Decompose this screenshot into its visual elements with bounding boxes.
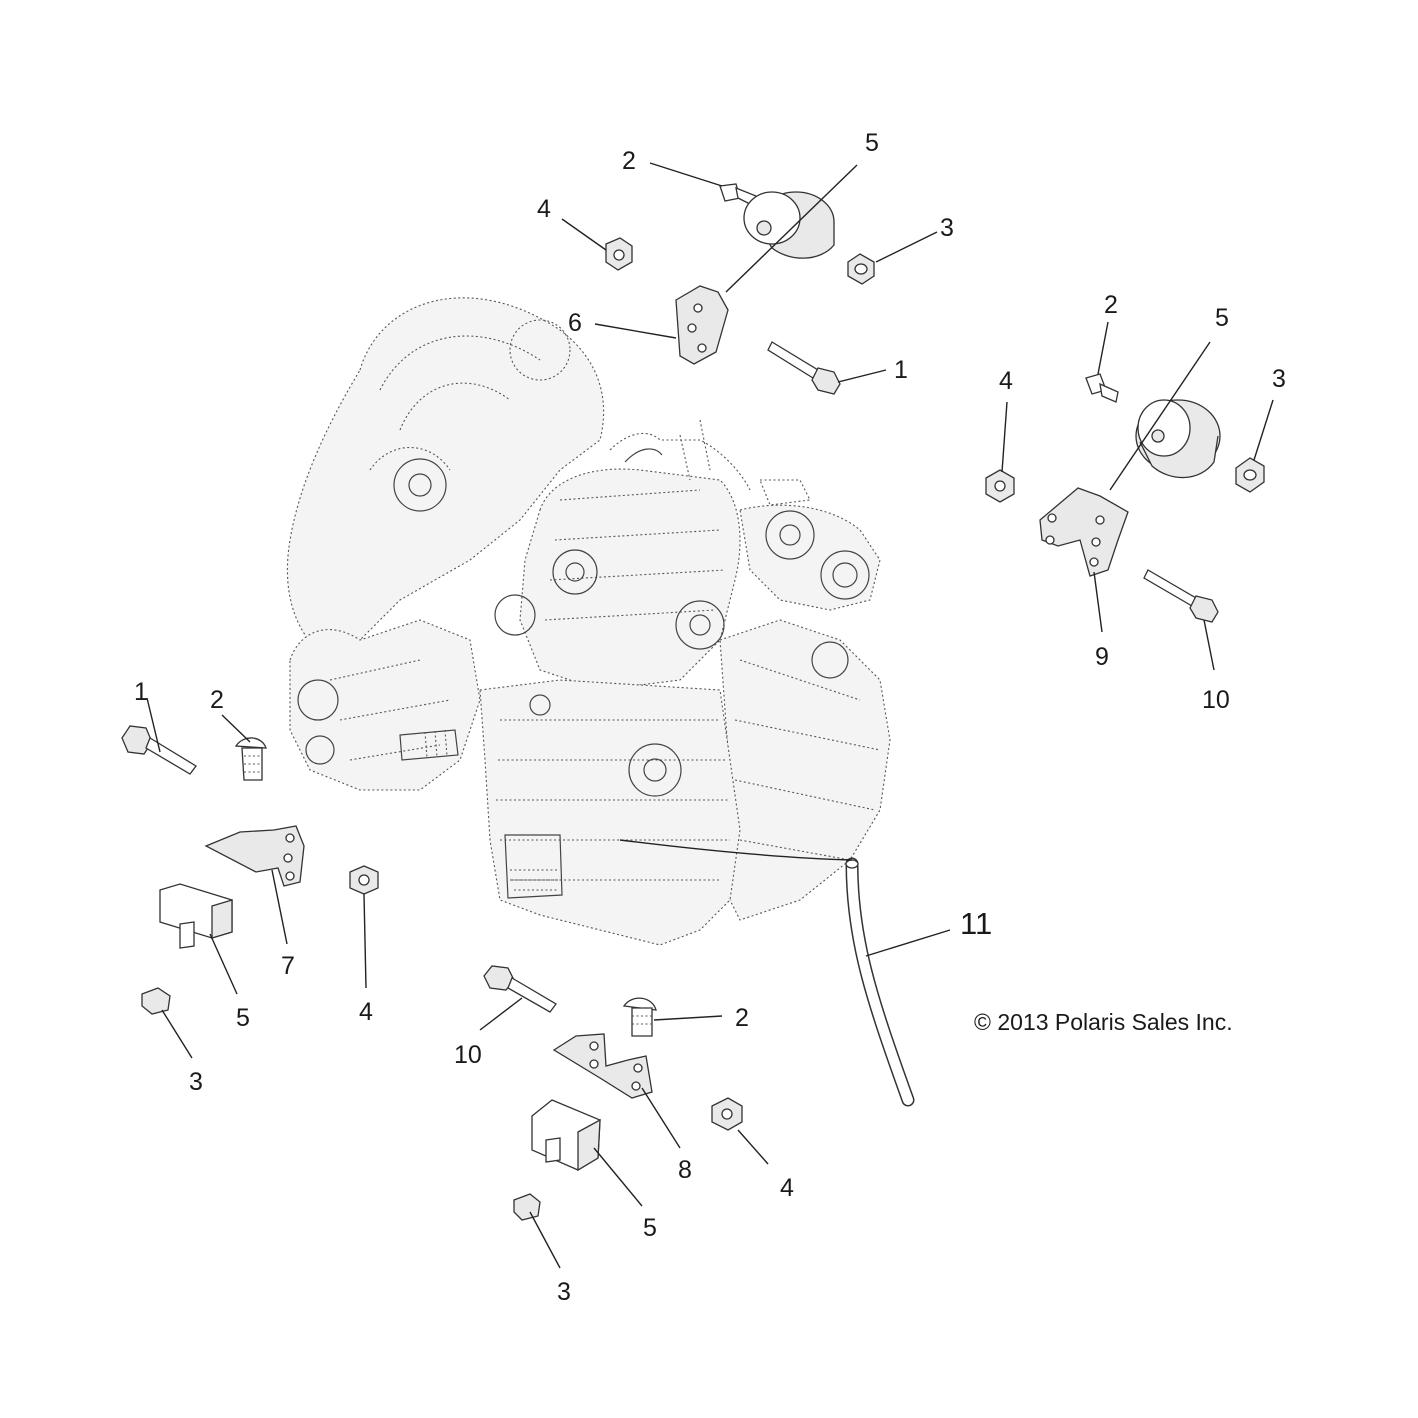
callout-labels: 2 5 4 3 6 1 2 5 4 3 9 10 1 2 7 5 3 4 10 … (134, 129, 1286, 1306)
callout-2: 2 (210, 686, 224, 714)
leader-lines (146, 162, 1274, 1269)
callout-4: 4 (537, 195, 551, 223)
callout-1: 1 (134, 678, 148, 706)
callout-7: 7 (281, 952, 295, 980)
callout-4: 4 (359, 998, 373, 1026)
callout-2: 2 (735, 1004, 749, 1032)
callout-10: 10 (454, 1041, 482, 1069)
bottom-mount-group (483, 965, 743, 1221)
callout-5: 5 (865, 129, 879, 157)
callout-5: 5 (236, 1004, 250, 1032)
callout-2: 2 (1104, 291, 1118, 319)
callout-11: 11 (960, 906, 992, 941)
vent-hose (619, 839, 915, 1107)
callout-4: 4 (780, 1174, 794, 1202)
right-mount-group (985, 373, 1265, 623)
callout-3: 3 (940, 214, 954, 242)
callout-4: 4 (999, 367, 1013, 395)
callout-10: 10 (1202, 686, 1230, 714)
callout-5: 5 (1215, 304, 1229, 332)
engine-assembly (286, 297, 891, 946)
callout-2: 2 (622, 147, 636, 175)
callout-3: 3 (557, 1278, 571, 1306)
callout-9: 9 (1095, 643, 1109, 671)
top-mount-group (605, 183, 875, 395)
callout-3: 3 (1272, 365, 1286, 393)
callout-8: 8 (678, 1156, 692, 1184)
callout-5: 5 (643, 1214, 657, 1242)
callout-1: 1 (894, 356, 908, 384)
callout-3: 3 (189, 1068, 203, 1096)
callout-6: 6 (568, 309, 582, 337)
copyright-notice: © 2013 Polaris Sales Inc. (974, 1009, 1233, 1035)
